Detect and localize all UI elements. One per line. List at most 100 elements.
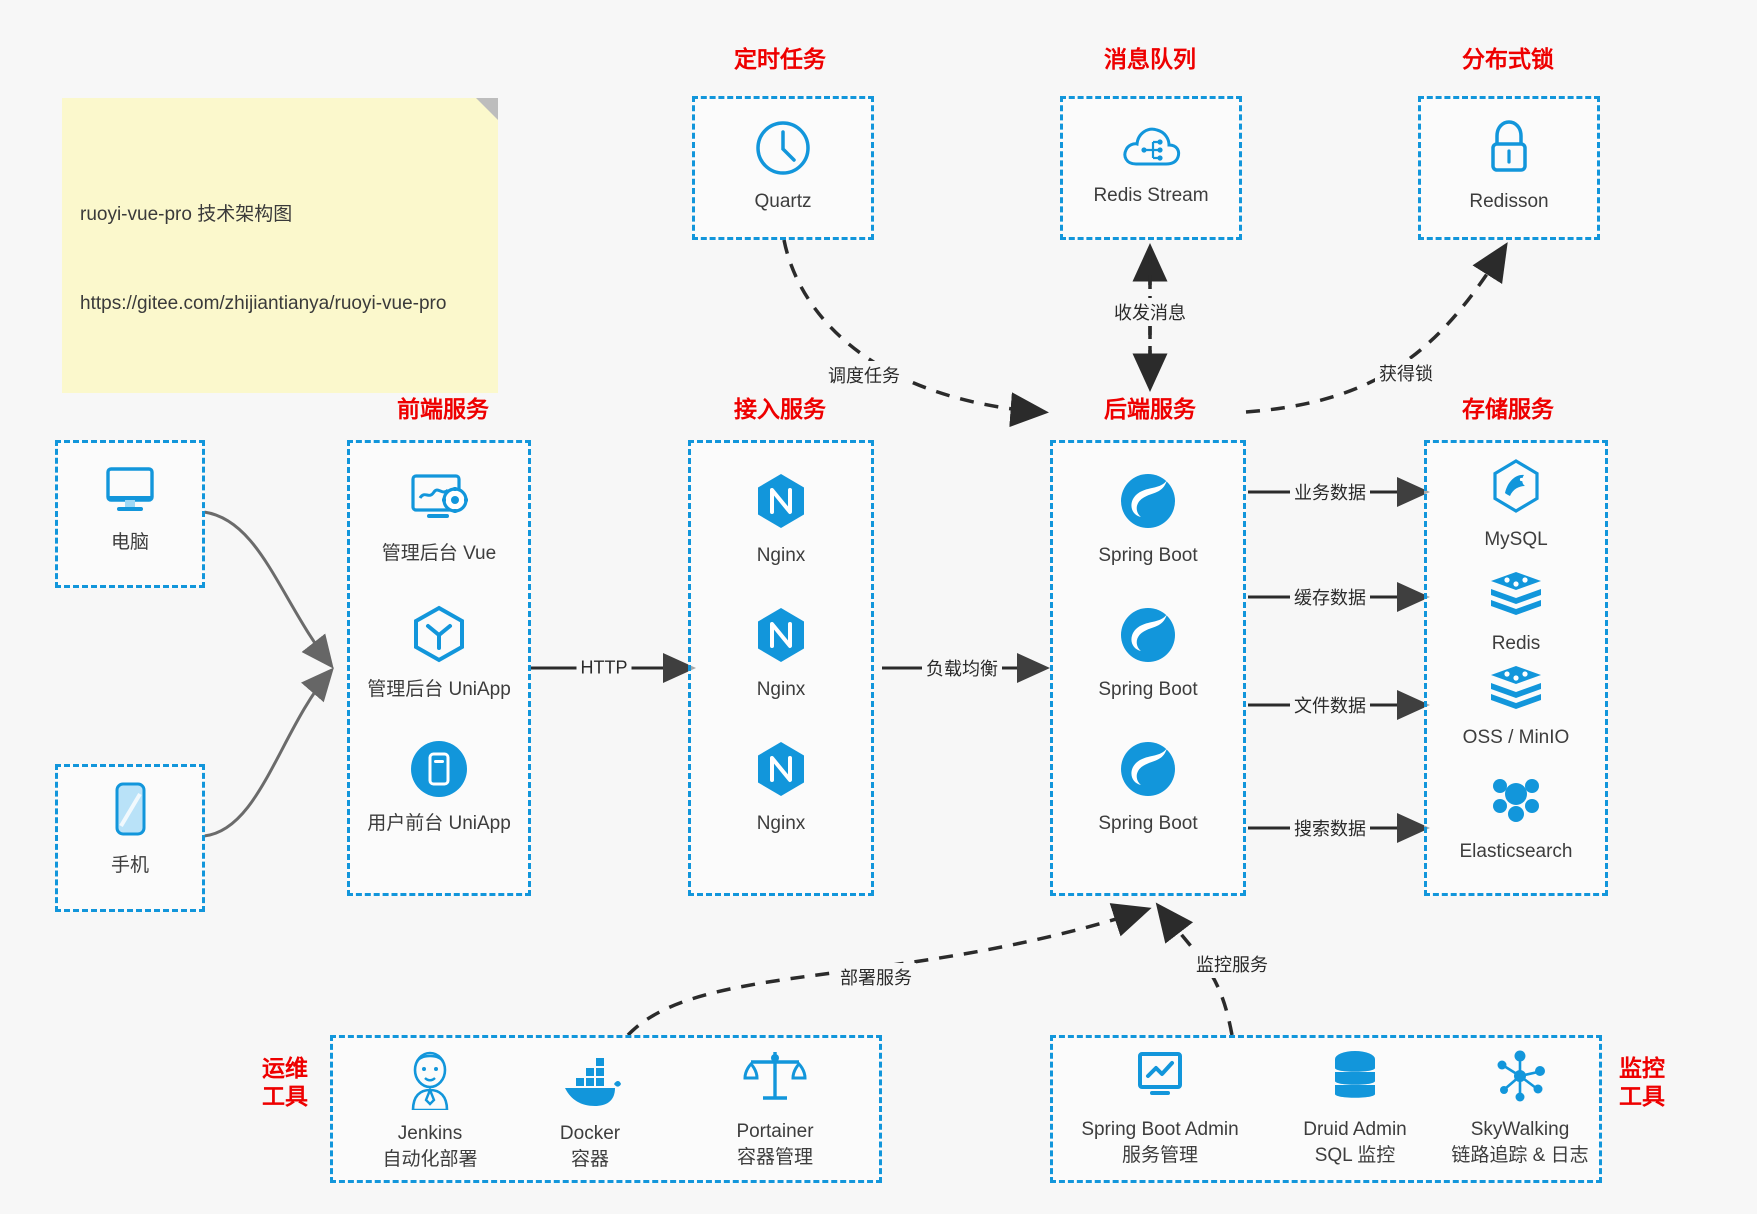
group-title-frontend: 前端服务 — [397, 396, 489, 422]
node-elasticsearch[interactable]: Elasticsearch — [1436, 772, 1596, 865]
node-label: Quartz — [754, 191, 812, 212]
note-line-1: ruoyi-vue-pro 技术架构图 — [80, 204, 293, 226]
node-spring-boot-2[interactable]: Spring Boot — [1088, 604, 1208, 703]
node-label: MySQL — [1484, 529, 1548, 550]
node-label: Druid Admin — [1303, 1119, 1407, 1140]
edge-label-search-data: 搜索数据 — [1290, 814, 1370, 842]
node-docker[interactable]: Docker 容器 — [515, 1048, 665, 1172]
node-portainer[interactable]: Portainer 容器管理 — [700, 1048, 850, 1170]
note-line-2: https://gitee.com/zhijiantianya/ruoyi-vu… — [80, 292, 447, 314]
node-quartz[interactable]: Quartz — [723, 118, 843, 215]
node-jenkins[interactable]: Jenkins 自动化部署 — [355, 1048, 505, 1172]
node-label: 电脑 — [110, 532, 149, 553]
node-nginx-3[interactable]: Nginx — [721, 738, 841, 837]
edge-label-send-receive-message: 收发消息 — [1110, 298, 1190, 326]
node-label: 手机 — [110, 855, 149, 876]
node-label: Portainer — [736, 1121, 814, 1142]
cloud-stream-icon — [1120, 120, 1182, 177]
nginx-icon — [750, 470, 812, 537]
group-title-backend: 后端服务 — [1104, 396, 1196, 422]
jenkins-butler-icon — [401, 1048, 459, 1115]
node-admin-vue[interactable]: 管理后台 Vue — [359, 470, 519, 567]
node-label: Jenkins — [397, 1123, 463, 1144]
edge-label-monitor-service: 监控服务 — [1192, 950, 1272, 978]
node-label: SkyWalking — [1470, 1119, 1570, 1140]
redis-stack-icon — [1485, 568, 1547, 625]
node-label: 管理后台 Vue — [381, 543, 497, 564]
edge-label-file-data: 文件数据 — [1290, 691, 1370, 719]
node-sublabel: 容器管理 — [736, 1146, 813, 1168]
group-title-gateway: 接入服务 — [734, 396, 826, 422]
spring-leaf-icon — [1117, 604, 1179, 671]
node-nginx-2[interactable]: Nginx — [721, 604, 841, 703]
group-distributed-lock — [1418, 96, 1600, 240]
group-mobile — [55, 764, 205, 912]
edge-label-cache-data: 缓存数据 — [1290, 583, 1370, 611]
node-sublabel: SQL 监控 — [1314, 1144, 1396, 1166]
mobile-app-icon — [408, 738, 470, 805]
edge-label-acquire-lock: 获得锁 — [1375, 359, 1437, 387]
node-skywalking[interactable]: SkyWalking 链路追踪 & 日志 — [1430, 1048, 1610, 1168]
group-title-storage: 存储服务 — [1462, 396, 1554, 422]
node-label: Nginx — [756, 545, 806, 566]
node-label: Spring Boot — [1098, 813, 1198, 834]
node-label: 用户前台 UniApp — [367, 813, 511, 834]
database-icon — [1327, 1048, 1383, 1111]
node-label: Nginx — [756, 679, 806, 700]
node-oss-minio[interactable]: OSS / MinIO — [1436, 662, 1596, 751]
monitor-icon — [99, 463, 161, 524]
docker-whale-icon — [557, 1048, 623, 1115]
group-scheduled-task — [692, 96, 874, 240]
node-pc[interactable]: 电脑 — [85, 463, 175, 556]
node-user-uniapp[interactable]: 用户前台 UniApp — [359, 738, 519, 837]
group-message-queue — [1060, 96, 1242, 240]
node-redis-stream[interactable]: Redis Stream — [1091, 120, 1211, 209]
node-spring-boot-1[interactable]: Spring Boot — [1088, 470, 1208, 569]
smartphone-icon — [107, 780, 153, 847]
node-sublabel: 容器 — [570, 1148, 609, 1170]
sticky-note: ruoyi-vue-pro 技术架构图 https://gitee.com/zh… — [62, 98, 498, 393]
portainer-scales-icon — [743, 1048, 807, 1113]
edge-label-schedule-task: 调度任务 — [824, 361, 904, 389]
clock-icon — [753, 118, 813, 183]
node-label: OSS / MinIO — [1462, 727, 1570, 748]
node-admin-uniapp[interactable]: 管理后台 UniApp — [359, 604, 519, 703]
nginx-icon — [750, 604, 812, 671]
mysql-dolphin-icon — [1486, 458, 1546, 521]
spring-leaf-icon — [1117, 738, 1179, 805]
node-spring-boot-3[interactable]: Spring Boot — [1088, 738, 1208, 837]
group-title-message-queue: 消息队列 — [1104, 46, 1196, 72]
node-sublabel: 服务管理 — [1121, 1144, 1198, 1166]
node-nginx-1[interactable]: Nginx — [721, 470, 841, 569]
group-title-monitor: 监控 工具 — [1619, 1055, 1665, 1109]
node-label: Redisson — [1469, 191, 1549, 212]
edge-label-http: HTTP — [576, 656, 632, 680]
node-druid-admin[interactable]: Druid Admin SQL 监控 — [1275, 1048, 1435, 1168]
monitor-chart-icon — [1129, 1048, 1191, 1111]
node-mysql[interactable]: MySQL — [1436, 458, 1596, 553]
node-label: Elasticsearch — [1459, 841, 1573, 862]
node-spring-boot-admin[interactable]: Spring Boot Admin 服务管理 — [1070, 1048, 1250, 1168]
node-label: Spring Boot — [1098, 679, 1198, 700]
node-sublabel: 自动化部署 — [382, 1148, 478, 1170]
edge-label-business-data: 业务数据 — [1290, 478, 1370, 506]
node-label: Redis Stream — [1093, 185, 1209, 206]
elasticsearch-icon — [1487, 772, 1545, 833]
node-redis[interactable]: Redis — [1436, 568, 1596, 657]
edge-label-deploy-service: 部署服务 — [836, 963, 916, 991]
group-pc — [55, 440, 205, 588]
spring-leaf-icon — [1117, 470, 1179, 537]
node-sublabel: 链路追踪 & 日志 — [1451, 1144, 1589, 1166]
node-mobile[interactable]: 手机 — [85, 780, 175, 879]
nginx-icon — [750, 738, 812, 805]
uniapp-hexagon-icon — [408, 604, 470, 671]
lock-icon — [1481, 118, 1537, 183]
node-label: Spring Boot — [1098, 545, 1198, 566]
group-title-distributed-lock: 分布式锁 — [1462, 46, 1554, 72]
group-title-devops: 运维 工具 — [262, 1055, 308, 1109]
node-redisson[interactable]: Redisson — [1449, 118, 1569, 215]
edge-label-load-balance: 负载均衡 — [922, 654, 1002, 682]
skywalking-node-icon — [1489, 1048, 1551, 1111]
node-label: Docker — [559, 1123, 621, 1144]
